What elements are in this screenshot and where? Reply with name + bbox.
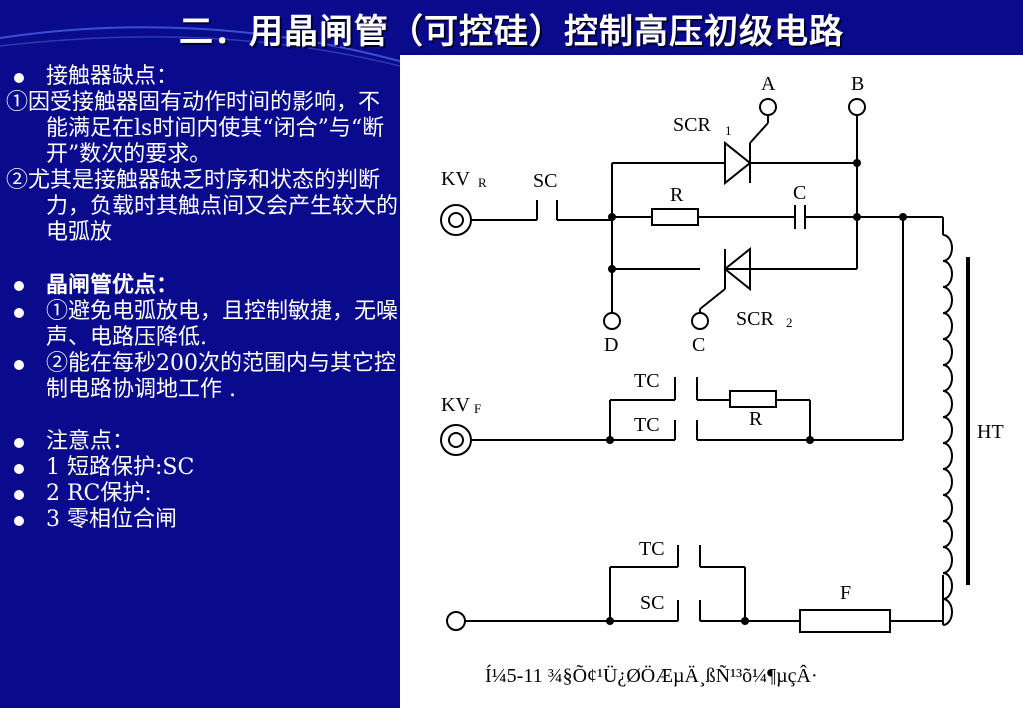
label-sc-top: SC [533,170,557,192]
list-item: 注意点： [6,429,398,455]
terminal-c-icon [691,312,709,330]
label-kvr-sub: R [478,175,487,190]
note-2: 2 RC保护: [46,481,152,506]
note-3: 3 零相位合闸 [46,507,177,532]
resistor-icon [651,208,699,226]
note-1: 1 短路保护:SC [46,455,195,480]
bullet-icon [14,281,24,291]
section-title-disadvantages: 接触器缺点： [46,64,179,89]
label-ht: HT [977,421,1004,443]
list-item: ①避免电弧放电，且控制敏捷，无噪声、电路压降低. [6,299,398,351]
label-kvf-sub: F [474,401,481,416]
bullet-icon [14,490,24,500]
slide-title: 二．用晶闸管（可控硅）控制高压初级电路 [179,12,844,52]
advantage-point-1: ①避免电弧放电，且控制敏捷，无噪声、电路压降低. [46,299,399,350]
left-text-panel: 接触器缺点： ①因受接触器固有动作时间的影响，不能满足在ls时间内使其“闭合”与… [6,64,398,533]
list-item: ②能在每秒200次的范围内与其它控制电路协调地工作 . [6,351,398,403]
fuse-icon [799,609,891,633]
label-r-mid: R [749,408,763,430]
transformer-coil-icon [942,234,953,626]
label-kvr: KV [441,168,470,190]
label-b: B [851,73,864,95]
bottom-terminal-icon [446,611,466,631]
label-sc-bottom: SC [640,592,664,614]
advantage-point-2: ②能在每秒200次的范围内与其它控制电路协调地工作 . [46,351,396,402]
label-tc-3: TC [639,538,665,560]
list-item: 接触器缺点： [6,64,398,90]
bullet-icon [14,464,24,474]
label-kvf: KV [441,394,470,416]
label-tc-1: TC [634,370,660,392]
label-a: A [761,73,776,95]
kvr-terminal-icon [440,204,472,236]
scr1-thyristor-icon [724,140,752,186]
resistor-icon [729,390,777,408]
circuit-diagram: A B SCR 1 KV R SC R C SCR 2 D C TC TC R … [440,73,1004,687]
terminal-a-icon [759,98,777,116]
terminal-b-icon [848,98,866,116]
kvf-terminal-icon [440,424,472,456]
bullet-icon [14,516,24,526]
label-r-top: R [670,184,684,206]
label-scr1: SCR [673,114,711,136]
circuit-diagram-panel: A B SCR 1 KV R SC R C SCR 2 D C TC TC R … [400,55,1023,708]
figure-caption: Í¼5-11 ¾§Õ¢¹Ü¿ØÖÆµÄ¸ßÑ¹³õ¼¶µçÂ· [485,663,818,687]
list-item: 晶闸管优点： [6,272,398,299]
list-item: 3 零相位合闸 [6,507,398,533]
list-item: 2 RC保护: [6,481,398,507]
label-tc-2: TC [634,414,660,436]
terminal-d-icon [603,312,621,330]
section-title-notes: 注意点： [46,429,135,454]
disadvantage-point-2: ②尤其是接触器缺乏时序和状态的判断力，负载时其触点间又会产生较大的电弧放 [6,168,399,245]
title-swoosh-decoration [0,26,411,67]
list-item: 1 短路保护:SC [6,455,398,481]
bullet-icon [14,360,24,370]
bullet-icon [14,308,24,318]
label-scr2: SCR [736,308,774,330]
label-f: F [840,582,851,604]
label-c-bottom: C [692,334,705,356]
label-scr2-sub: 2 [786,315,793,330]
disadvantage-point-1: ①因受接触器固有动作时间的影响，不能满足在ls时间内使其“闭合”与“断开”数次的… [6,90,385,167]
label-d: D [604,334,618,356]
bullet-icon [14,73,24,83]
label-scr1-sub: 1 [725,123,732,138]
label-c-top: C [793,182,806,204]
scr2-thyristor-icon [723,246,751,292]
section-title-advantages: 晶闸管优点： [46,272,179,298]
bullet-icon [14,438,24,448]
